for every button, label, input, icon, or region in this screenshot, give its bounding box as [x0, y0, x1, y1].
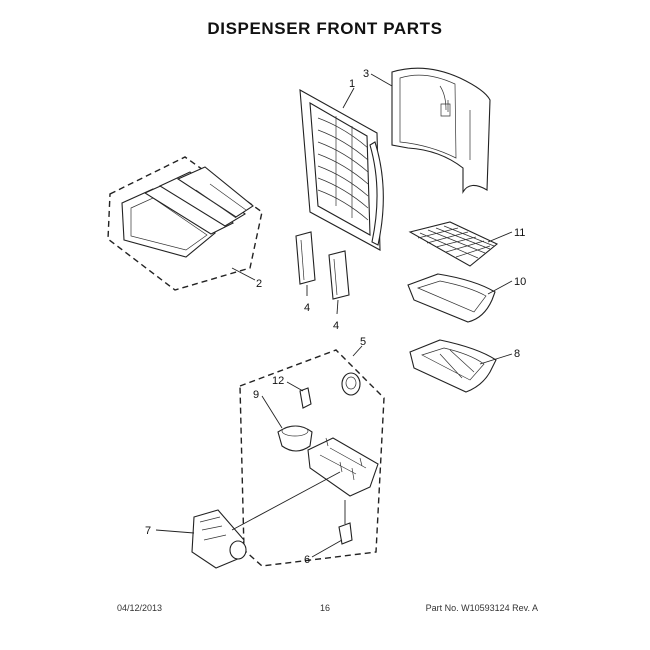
- callout-5: 5: [360, 336, 366, 348]
- callout-10: 10: [514, 276, 526, 288]
- callout-8: 8: [514, 348, 520, 360]
- part-5-motor-knob: [341, 372, 361, 396]
- part-3-rear-cover: [391, 67, 491, 195]
- callout-9: 9: [253, 389, 259, 401]
- part-7-actuator: [191, 509, 247, 569]
- callout-3: 3: [363, 68, 369, 80]
- part-6-fitting: [338, 500, 353, 545]
- leader-lines: [155, 73, 513, 558]
- footer-date: 04/12/2013: [117, 603, 163, 613]
- part-4-pad-left: [295, 231, 316, 285]
- footer-part-number: Part No. W10593124 Rev. A: [425, 603, 538, 613]
- part-1-dispenser-housing: [299, 89, 384, 251]
- part-4-pad-right: [328, 250, 350, 300]
- part-8-tray-base: [409, 339, 497, 393]
- page-title: DISPENSER FRONT PARTS: [207, 19, 443, 38]
- part-11-drip-grille: [408, 221, 499, 267]
- callout-11: 11: [514, 227, 525, 239]
- callout-1: 1: [349, 78, 355, 90]
- part-12-clip: [299, 387, 312, 409]
- part-9-funnel: [277, 425, 313, 452]
- callout-4-left: 4: [304, 302, 310, 314]
- callout-2: 2: [256, 278, 262, 290]
- callout-6: 6: [304, 554, 310, 566]
- part-2-control-panel: [107, 156, 263, 291]
- callout-4-right: 4: [333, 320, 339, 332]
- callout-7: 7: [145, 525, 151, 537]
- dispenser-lever-housing: [307, 437, 379, 497]
- part-10-drip-tray: [407, 273, 496, 323]
- footer-page-number: 16: [319, 603, 330, 613]
- callout-12: 12: [272, 375, 284, 387]
